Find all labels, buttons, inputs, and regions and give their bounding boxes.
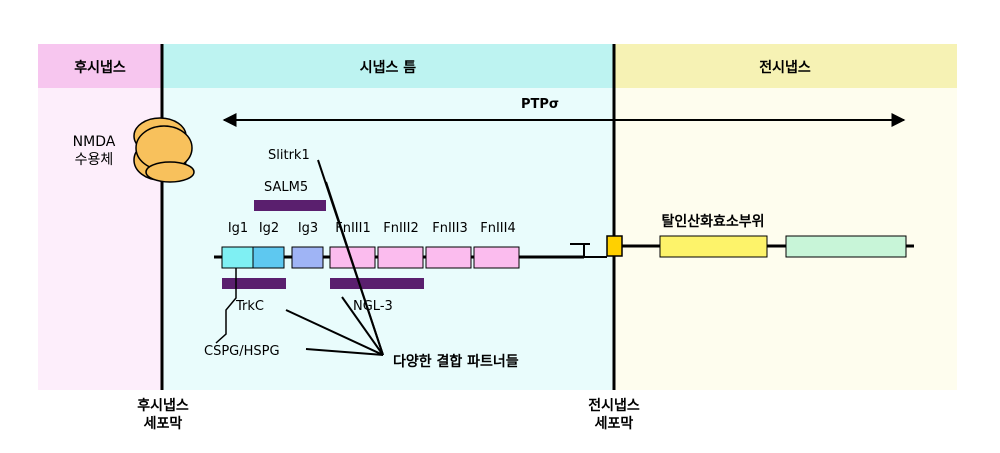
postsynaptic-membrane-label-1: 후시냅스 xyxy=(137,398,189,414)
postsynaptic-label: 후시냅스 xyxy=(74,60,126,76)
fn1-domain xyxy=(329,246,376,269)
cleft-label: 시냅스 틈 xyxy=(360,60,417,76)
ig1-domain xyxy=(221,246,254,269)
ig3-domain xyxy=(291,246,324,269)
phosphatase-domain-2 xyxy=(785,235,907,258)
trkc-label: TrkC xyxy=(235,299,264,314)
postsynaptic-membrane-label-2: 세포막 xyxy=(144,415,183,432)
ig2-label: Ig2 xyxy=(259,221,279,236)
presynaptic-label: 전시냅스 xyxy=(759,59,811,76)
transmembrane-domain xyxy=(606,235,623,257)
ngl3-label: NGL-3 xyxy=(353,299,393,314)
fn4-label: FnIII4 xyxy=(480,221,516,236)
phosphatase-label: 탈인산화효소부위 xyxy=(661,213,764,230)
salm5-bar xyxy=(254,200,326,211)
ngl3-bar xyxy=(330,278,424,289)
slitrk1-label: Slitrk1 xyxy=(268,148,310,163)
ptp-label: PTPσ xyxy=(521,97,559,112)
receptor-label: 수용체 xyxy=(75,152,114,168)
ig3-label: Ig3 xyxy=(298,221,318,236)
ptp-stalk xyxy=(570,243,607,258)
postsynaptic-header xyxy=(38,44,162,88)
fn4-domain xyxy=(473,246,520,269)
cspg-label: CSPG/HSPG xyxy=(204,344,280,359)
partners-summary-label: 다양한 결합 파트너들 xyxy=(393,353,519,370)
presynaptic-membrane-label-2: 세포막 xyxy=(595,415,634,432)
ig1-label: Ig1 xyxy=(228,221,248,236)
presynaptic-header xyxy=(614,44,957,88)
cspg-connector xyxy=(215,268,237,344)
ig2-domain xyxy=(252,246,285,269)
phosphatase-domain-1 xyxy=(659,235,768,258)
cleft-region-body xyxy=(162,88,614,390)
fn3-label: FnIII3 xyxy=(432,221,468,236)
salm5-label: SALM5 xyxy=(264,180,308,195)
nmda-label: NMDA xyxy=(73,134,116,150)
fn2-label: FnIII2 xyxy=(383,221,419,236)
fn1-label: FnIII1 xyxy=(335,221,371,236)
partner-convergence-lines xyxy=(285,159,384,356)
cleft-header xyxy=(162,44,614,88)
presynaptic-membrane-label-1: 전시냅스 xyxy=(588,397,640,414)
fn3-domain xyxy=(425,246,472,269)
trkc-bar xyxy=(222,278,286,289)
nmda-receptor-icon xyxy=(133,117,195,183)
fn2-domain xyxy=(377,246,424,269)
